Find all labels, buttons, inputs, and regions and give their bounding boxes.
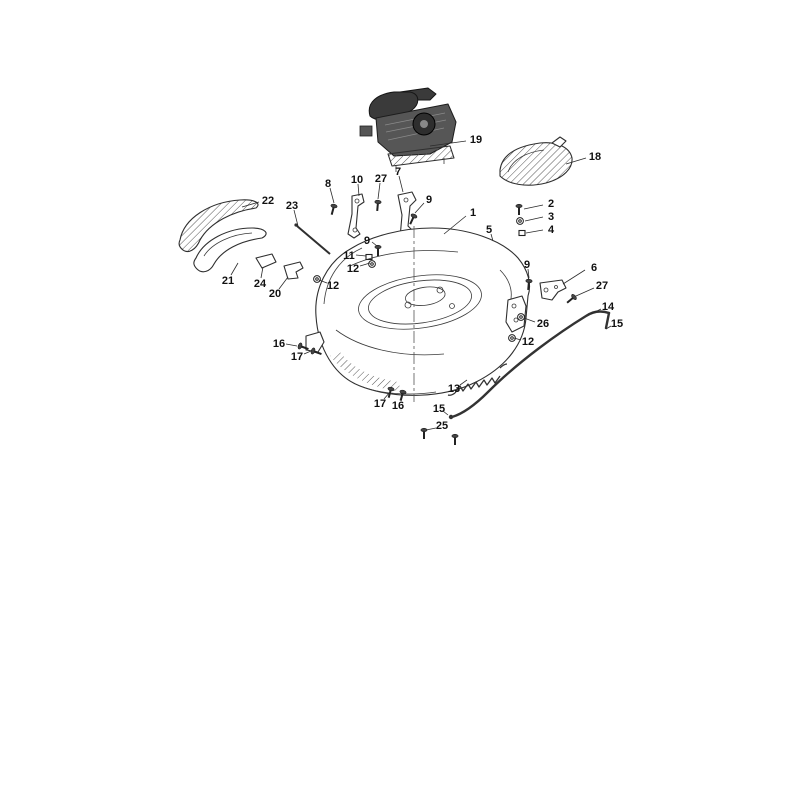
cover-upper: [178, 199, 259, 253]
engine-part: [359, 87, 457, 172]
bolt-part-27: [373, 198, 383, 213]
leader-line-15-25: [605, 325, 612, 330]
fastener-stack: [490, 203, 526, 246]
leader-line-19-0: [429, 140, 467, 147]
leader-line-24-18: [260, 266, 264, 279]
leader-line-20-19: [278, 276, 289, 290]
callout-17-29: 17: [291, 351, 303, 363]
leader-line-12-27: [513, 337, 522, 341]
callout-12-27: 12: [522, 336, 534, 348]
callout-14-24: 14: [602, 301, 615, 313]
leader-line-15-33: [442, 410, 449, 416]
leader-line-1-13: [443, 215, 467, 235]
leader-line-9-21: [527, 268, 530, 279]
callout-12-20: 12: [327, 280, 339, 292]
leader-line-16-28: [285, 343, 298, 347]
bracket-part-10: [347, 193, 365, 239]
leader-line-17-29: [303, 350, 312, 355]
bracket-part-6: [539, 279, 567, 301]
callout-12-16: 12: [347, 263, 359, 275]
bolt-part-25b: [450, 433, 460, 446]
callout-20-19: 20: [269, 288, 281, 300]
callout-11-15: 11: [343, 250, 355, 262]
deck-part: [305, 226, 531, 402]
bolt-part-27b: [564, 292, 579, 307]
callout-10-7: 10: [351, 174, 363, 186]
leader-line-27-8: [377, 182, 381, 200]
leader-line-9-10: [414, 202, 425, 214]
callout-27-23: 27: [596, 280, 608, 292]
deck-opening: [358, 274, 482, 330]
deck-skirt-hatch: [330, 352, 402, 392]
leader-line-3-3: [524, 216, 544, 222]
callout-25-34: 25: [436, 420, 448, 432]
leader-line-4-4: [525, 229, 544, 234]
leader-line-8-6: [329, 187, 335, 204]
callout-15-33: 15: [433, 403, 445, 415]
plate-part-24: [255, 253, 277, 269]
callout-9-21: 9: [524, 259, 530, 271]
cover-lower: [193, 227, 267, 273]
leader-line-2-2: [523, 204, 544, 210]
leader-line-26-26: [523, 317, 536, 323]
leader-line-22-11: [241, 201, 260, 208]
leader-line-21-17: [230, 262, 239, 276]
callout-23-12: 23: [286, 200, 298, 212]
leader-line-7-9: [398, 175, 404, 193]
callout-27-8: 27: [375, 173, 387, 185]
callout-5-5: 5: [486, 224, 492, 236]
callout-9-14: 9: [364, 235, 370, 247]
bolt-part-8: [327, 202, 339, 217]
callout-26-26: 26: [537, 318, 549, 330]
callout-13-30: 13: [448, 383, 460, 395]
callout-18-1: 18: [589, 151, 601, 163]
clip-part-20: [283, 261, 304, 280]
callout-19-0: 19: [470, 134, 482, 146]
leader-line-12-16: [359, 262, 371, 267]
leader-line-23-12: [293, 209, 299, 227]
leader-line-13-30: [459, 379, 468, 386]
leader-line-11-15: [355, 254, 367, 257]
callout-21-17: 21: [222, 275, 234, 287]
washer-part-12b: [313, 275, 321, 283]
callout-17-31: 17: [374, 398, 386, 410]
mulch-cover-assembly: [178, 199, 331, 280]
callout-22-11: 22: [262, 195, 274, 207]
callout-7-9: 7: [395, 166, 401, 178]
leader-line-14-24: [590, 308, 602, 315]
leader-line-12-20: [318, 279, 328, 284]
baffle-part: [499, 136, 573, 186]
callout-2-2: 2: [548, 198, 554, 210]
pin-part-23: [296, 225, 331, 255]
leader-line-10-7: [357, 183, 360, 197]
callout-9-10: 9: [426, 194, 432, 206]
callout-24-18: 24: [254, 278, 267, 290]
leader-line-18-1: [565, 157, 587, 165]
callout-8-6: 8: [325, 178, 331, 190]
leader-line-9-14: [371, 241, 378, 247]
spring-part: [447, 363, 508, 396]
leader-line-25-34: [425, 427, 437, 431]
callout-15-25: 15: [611, 318, 623, 330]
callout-16-28: 16: [273, 338, 285, 350]
leader-line-16-32: [399, 393, 404, 401]
callout-16-32: 16: [392, 400, 404, 412]
deck-right-mount: [505, 295, 527, 333]
leader-line-5-5: [490, 233, 494, 242]
leader-line-6-22: [562, 269, 586, 285]
callout-6-22: 6: [591, 262, 597, 274]
callout-1-13: 1: [470, 207, 476, 219]
callout-4-4: 4: [548, 224, 555, 236]
leader-line-17-31: [383, 391, 391, 400]
callout-3-3: 3: [548, 211, 554, 223]
leader-line-27-23: [575, 287, 595, 297]
